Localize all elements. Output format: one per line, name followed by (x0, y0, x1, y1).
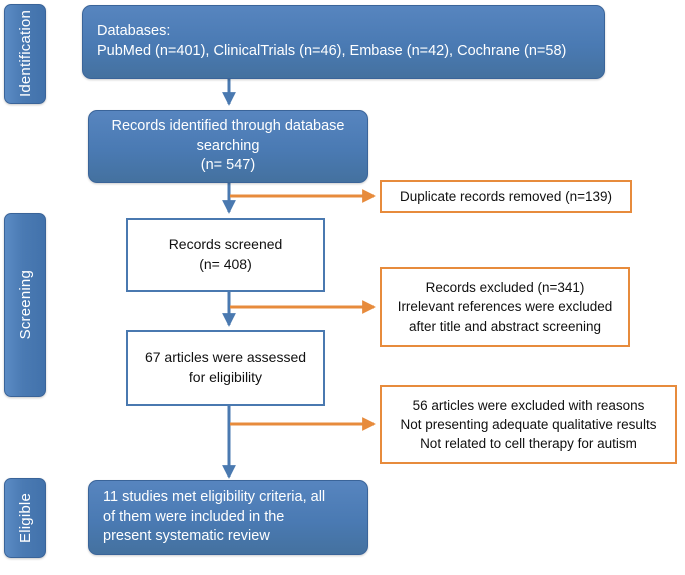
records-identified-line-2: searching (196, 137, 260, 154)
records-excluded-line-2: Irrelevant references were excluded (397, 299, 613, 315)
articles-excluded-line-1: 56 articles were excluded with reasons (412, 397, 645, 413)
included-studies-line-3: present systematic review (103, 528, 270, 545)
stage-tab-eligible[interactable]: Eligible (4, 478, 46, 558)
records-screened-line-1: Records screened (168, 236, 283, 253)
stage-tab-identification-label: Identification (16, 10, 34, 98)
duplicates-removed-box: Duplicate records removed (n=139) (380, 180, 632, 213)
databases-box: Databases: PubMed (n=401), ClinicalTrial… (82, 5, 605, 79)
articles-excluded-line-3: Not related to cell therapy for autism (420, 436, 637, 452)
included-studies-box: 11 studies met eligibility criteria, all… (88, 480, 368, 555)
assessed-for-eligibility-line-1: 67 articles were assessed (144, 349, 307, 366)
stage-tab-screening[interactable]: Screening (4, 213, 46, 397)
records-screened-line-2: (n= 408) (199, 256, 252, 272)
included-studies-line-1: 11 studies met eligibility criteria, all (103, 489, 326, 506)
records-identified-line-1: Records identified through database (111, 118, 345, 135)
assessed-for-eligibility-box: 67 articles were assessed for eligibilit… (126, 330, 325, 406)
stage-tab-eligible-label: Eligible (16, 493, 34, 543)
databases-line-2: PubMed (n=401), ClinicalTrials (n=46), E… (97, 43, 567, 59)
assessed-for-eligibility-line-2: for eligibility (188, 369, 263, 385)
records-excluded-box: Records excluded (n=341) Irrelevant refe… (380, 267, 630, 347)
records-identified-box: Records identified through database sear… (88, 110, 368, 183)
records-excluded-line-3: after title and abstract screening (408, 318, 602, 334)
records-identified-line-3: (n= 547) (200, 157, 256, 174)
included-studies-line-2: of them were included in the (103, 508, 285, 525)
articles-excluded-line-2: Not presenting adequate qualitative resu… (400, 416, 657, 432)
records-excluded-line-1: Records excluded (n=341) (425, 280, 585, 296)
duplicates-removed-line-1: Duplicate records removed (n=139) (400, 188, 612, 204)
stage-tab-identification[interactable]: Identification (4, 4, 46, 104)
records-screened-box: Records screened (n= 408) (126, 218, 325, 292)
articles-excluded-box: 56 articles were excluded with reasons N… (380, 385, 677, 464)
stage-tab-screening-label: Screening (16, 270, 34, 340)
databases-line-1: Databases: (97, 23, 171, 40)
